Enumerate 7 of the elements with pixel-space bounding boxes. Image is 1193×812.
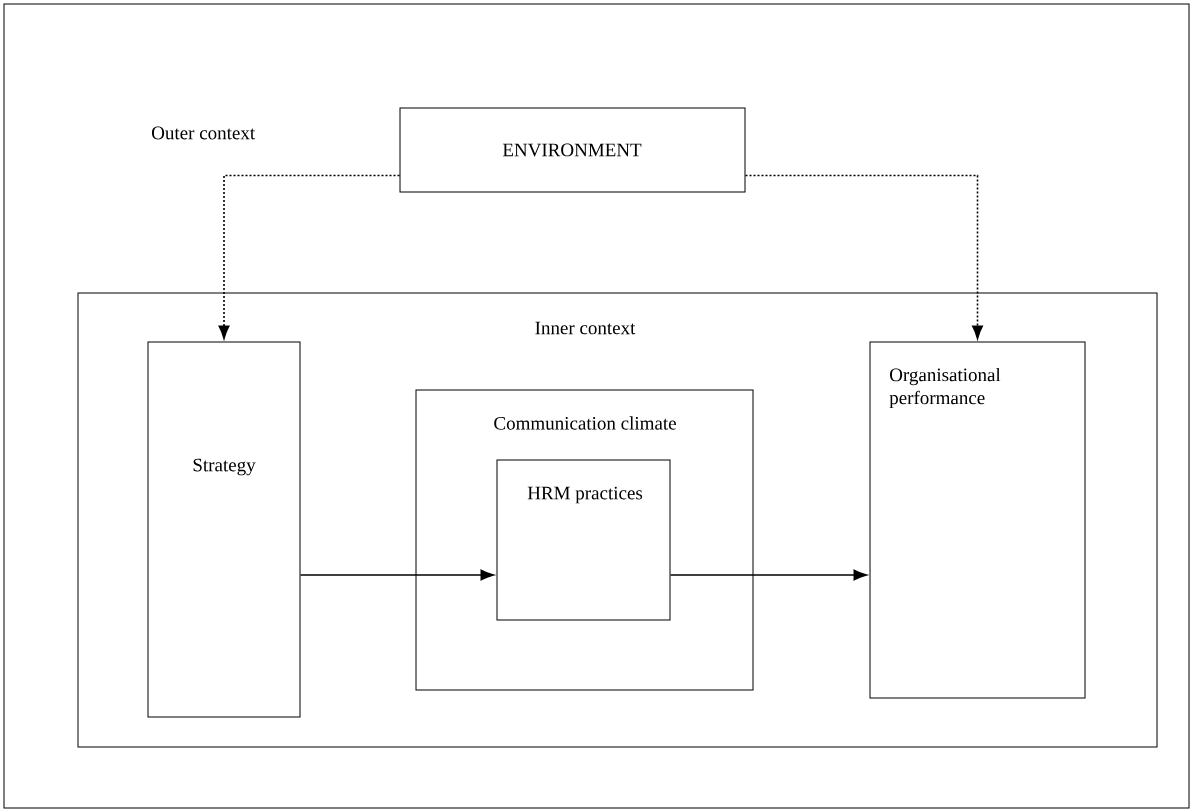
arrow bbox=[218, 174, 401, 339]
arrow bbox=[299, 569, 494, 581]
process-box: HRM practices bbox=[496, 459, 671, 621]
process-box: Strategy bbox=[147, 341, 301, 718]
arrow bbox=[669, 569, 867, 581]
process-box: ENVIRONMENT bbox=[399, 107, 746, 193]
process-box: Organisational performance bbox=[869, 341, 1086, 699]
